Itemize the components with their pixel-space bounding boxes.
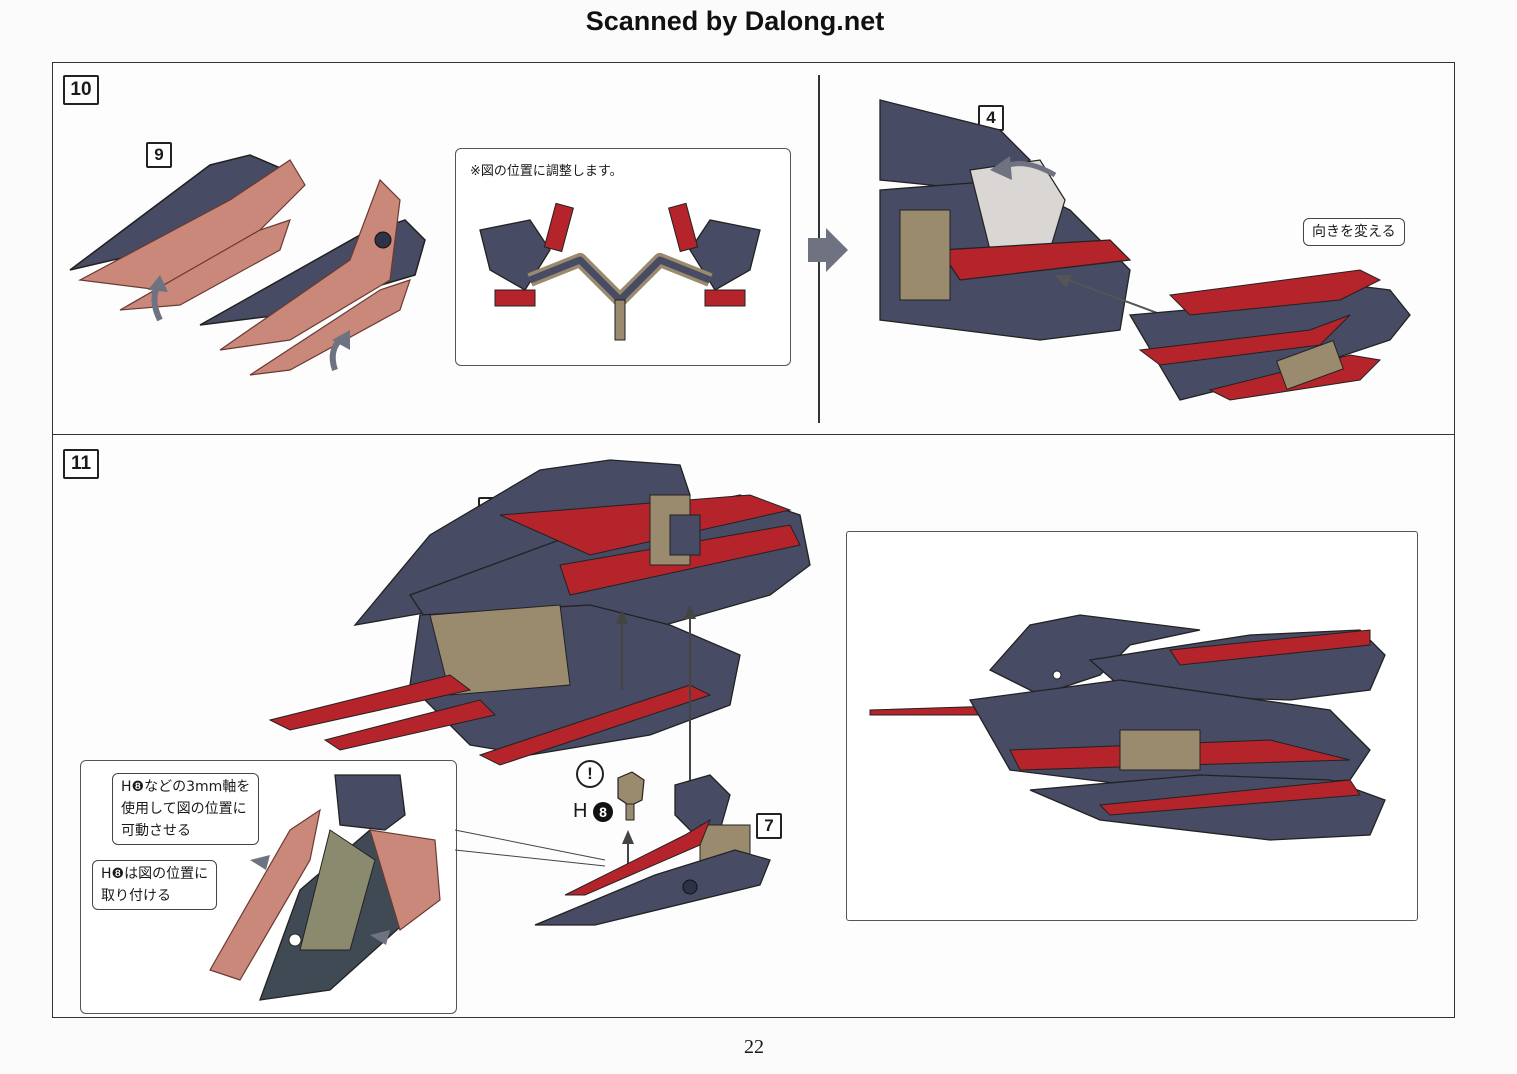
leader-lines — [454, 829, 606, 867]
rotate-direction-callout: 向きを変える — [1303, 218, 1405, 246]
axis-usage-callout: H❽などの3mm軸を 使用して図の位置に 可動させる — [112, 773, 260, 845]
joint-part-illustration — [617, 771, 645, 821]
attach-position-callout: H❽は図の位置に 取り付ける — [92, 860, 218, 910]
warning-icon: ! — [576, 760, 604, 788]
step-number-11: 11 — [63, 449, 99, 479]
body-assembly-illustration — [879, 99, 1411, 401]
adjustment-note: ※図の位置に調整します。 — [470, 164, 623, 179]
claw-detail-illustration — [209, 774, 441, 1001]
page-number: 22 — [744, 1036, 764, 1058]
part-number-7: 7 — [756, 813, 782, 839]
scanner-watermark: Scanned by Dalong.net — [585, 6, 885, 36]
part-number-9: 9 — [146, 142, 172, 168]
completed-assembly-illustration — [869, 614, 1386, 841]
part-number-8-circled: 8 — [593, 802, 613, 822]
arm-part-illustration — [534, 774, 771, 926]
next-arrow-icon — [808, 228, 848, 272]
main-assembly-illustration — [268, 459, 811, 766]
wing-blades-illustration — [69, 154, 426, 376]
step-number-10: 10 — [63, 75, 99, 105]
arm-adjustment-illustration — [479, 202, 761, 341]
part-label-h: H — [573, 800, 588, 822]
